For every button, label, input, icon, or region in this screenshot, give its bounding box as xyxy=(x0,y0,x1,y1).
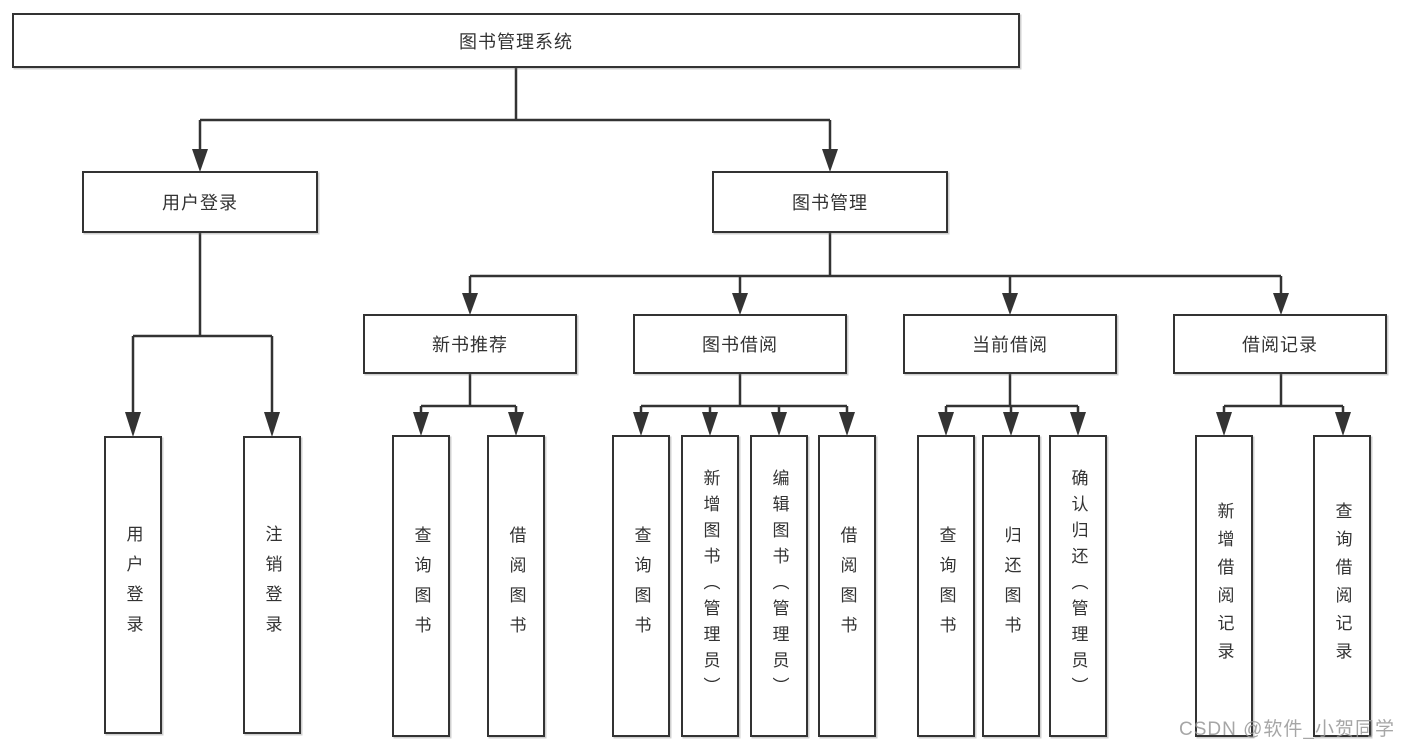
node-label: 当前借阅 xyxy=(972,335,1048,355)
leaf-records-query-borrow-record: 查询借阅记录 xyxy=(1313,435,1371,737)
node-label: 借阅记录 xyxy=(1242,335,1318,355)
node-label: 编辑图书（管理员） xyxy=(769,469,789,703)
node-label: 确认归还（管理员） xyxy=(1068,469,1088,703)
arrowhead-icons xyxy=(125,149,1351,437)
leaf-user-login: 用户登录 xyxy=(104,436,162,734)
node-new-book-recommendation: 新书推荐 xyxy=(363,314,577,374)
watermark: CSDN @软件_小贺同学 xyxy=(1179,719,1395,740)
node-label: 图书管理系统 xyxy=(459,31,573,52)
leaf-recommend-query-books: 查询图书 xyxy=(392,435,450,737)
node-user-login: 用户登录 xyxy=(82,171,318,233)
node-book-borrowing: 图书借阅 xyxy=(633,314,847,374)
node-library-management-system: 图书管理系统 xyxy=(12,13,1020,68)
node-label: 图书借阅 xyxy=(702,335,778,355)
leaf-borrow-query-books: 查询图书 xyxy=(612,435,670,737)
leaf-recommend-borrow-books: 借阅图书 xyxy=(487,435,545,737)
leaf-current-query-books: 查询图书 xyxy=(917,435,975,737)
node-label: 查询借阅记录 xyxy=(1332,502,1352,670)
leaf-records-add-borrow-record: 新增借阅记录 xyxy=(1195,435,1253,737)
leaf-logout: 注销登录 xyxy=(243,436,301,734)
node-label: 归还图书 xyxy=(1001,526,1021,646)
leaf-borrow-edit-books-admin: 编辑图书（管理员） xyxy=(750,435,808,737)
node-label: 用户登录 xyxy=(162,193,238,213)
node-label: 新书推荐 xyxy=(432,335,508,355)
node-label: 查询图书 xyxy=(631,526,651,646)
node-current-borrowing: 当前借阅 xyxy=(903,314,1117,374)
node-label: 新增借阅记录 xyxy=(1214,502,1234,670)
node-label: 查询图书 xyxy=(411,526,431,646)
node-book-management: 图书管理 xyxy=(712,171,948,233)
leaf-borrow-borrow-books: 借阅图书 xyxy=(818,435,876,737)
node-label: 图书管理 xyxy=(792,193,868,213)
leaf-current-return-books: 归还图书 xyxy=(982,435,1040,737)
node-label: 查询图书 xyxy=(936,526,956,646)
leaf-current-confirm-return-admin: 确认归还（管理员） xyxy=(1049,435,1107,737)
leaf-borrow-add-books-admin: 新增图书（管理员） xyxy=(681,435,739,737)
node-label: 新增图书（管理员） xyxy=(700,469,720,703)
node-label: 注销登录 xyxy=(262,525,282,645)
node-label: 用户登录 xyxy=(123,525,143,645)
node-label: 借阅图书 xyxy=(837,526,857,646)
node-label: 借阅图书 xyxy=(506,526,526,646)
node-borrowing-records: 借阅记录 xyxy=(1173,314,1387,374)
